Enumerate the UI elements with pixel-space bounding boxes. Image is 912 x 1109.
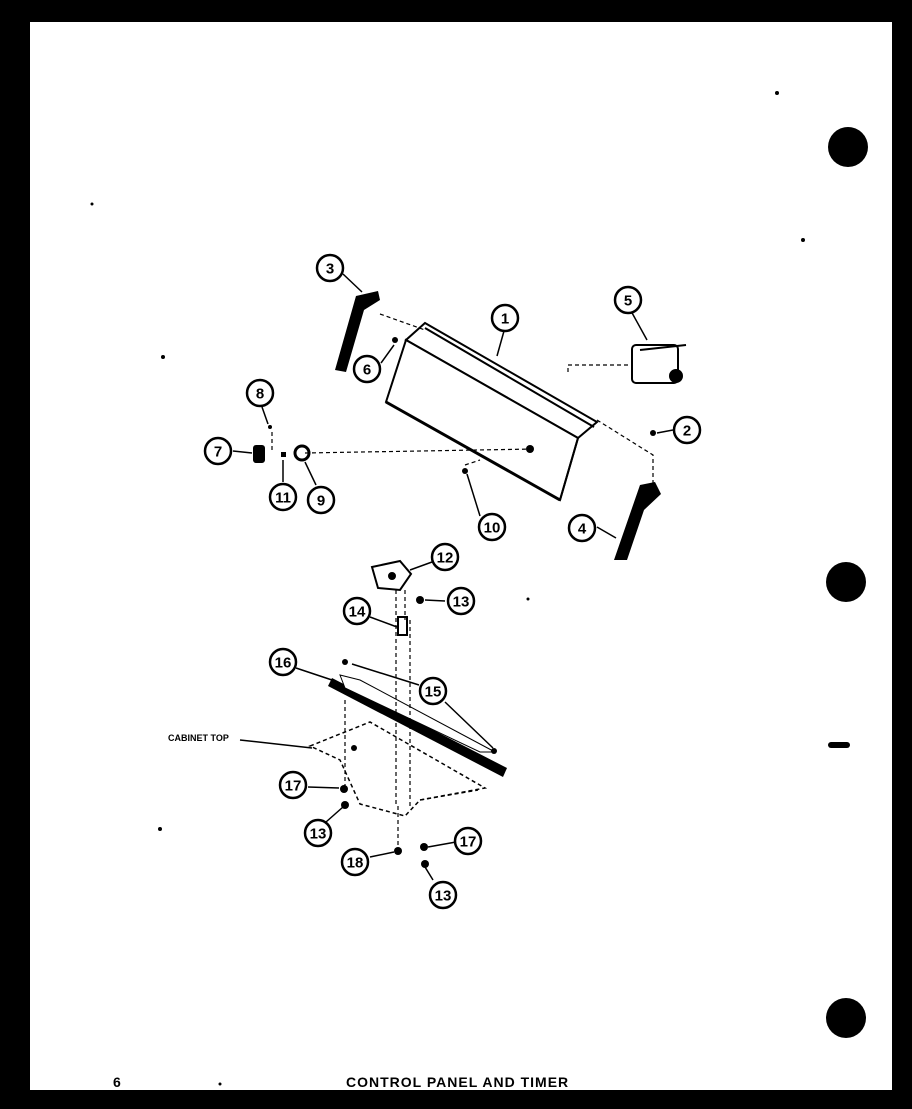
callout-1: 1	[490, 303, 520, 333]
callout-number: 15	[425, 684, 442, 701]
callout-4: 4	[567, 513, 597, 543]
callout-number: 3	[326, 261, 334, 278]
callout-17: 17	[453, 826, 483, 856]
callout-circle	[340, 847, 370, 877]
callout-16: 16	[268, 647, 298, 677]
callout-17: 17	[278, 770, 308, 800]
callout-13: 13	[428, 880, 458, 910]
callout-2: 2	[672, 415, 702, 445]
callout-circle	[306, 485, 336, 515]
callout-number: 1	[501, 311, 509, 328]
callout-number: 16	[275, 655, 292, 672]
cabinet-top-part	[308, 721, 488, 817]
callout-circle	[418, 676, 448, 706]
callout-12: 12	[430, 542, 460, 572]
binder-hole-middle	[826, 562, 866, 602]
left-end-cap	[335, 291, 380, 372]
callout-circle	[303, 818, 333, 848]
callout-number: 10	[484, 520, 501, 537]
callout-7: 7	[203, 436, 233, 466]
callout-number: 2	[683, 423, 691, 440]
callout-number: 5	[624, 293, 632, 310]
callout-circle	[430, 542, 460, 572]
callout-11: 11	[268, 482, 298, 512]
rail-part	[328, 674, 507, 777]
callout-14: 14	[342, 596, 372, 626]
callout-circle	[342, 596, 372, 626]
callout-circle	[477, 512, 507, 542]
callout-number: 8	[256, 386, 264, 403]
bracket-part	[397, 616, 408, 636]
callout-circle	[453, 826, 483, 856]
callout-number: 14	[349, 604, 366, 621]
callout-number: 12	[437, 550, 454, 567]
callout-circle	[490, 303, 520, 333]
callout-10: 10	[477, 512, 507, 542]
page-number: 6	[113, 1074, 122, 1090]
callout-number: 17	[285, 778, 302, 795]
callout-circle	[268, 647, 298, 677]
control-panel-part	[384, 321, 599, 502]
callout-number: 13	[435, 888, 452, 905]
callout-number: 6	[363, 362, 371, 379]
callout-number: 17	[460, 834, 477, 851]
callout-number: 18	[347, 855, 364, 872]
callout-circle	[567, 513, 597, 543]
callout-5: 5	[613, 285, 643, 315]
callout-number: 9	[317, 493, 325, 510]
callout-18: 18	[340, 847, 370, 877]
callout-circle	[278, 770, 308, 800]
callout-circle	[203, 436, 233, 466]
cabinet-top-leader	[239, 739, 313, 749]
callout-circle	[315, 253, 345, 283]
callout-circle	[268, 482, 298, 512]
hardware-dots	[340, 337, 656, 868]
callout-circle	[352, 354, 382, 384]
callout-number: 4	[578, 521, 587, 538]
callout-leaders	[232, 273, 674, 881]
page-title: CONTROL PANEL AND TIMER	[346, 1074, 570, 1090]
binder-hole-bottom	[826, 998, 866, 1038]
callout-number: 13	[453, 594, 470, 611]
callout-circle	[428, 880, 458, 910]
callout-3: 3	[315, 253, 345, 283]
binder-hole-top	[828, 127, 868, 167]
callout-13: 13	[303, 818, 333, 848]
callout-circle	[672, 415, 702, 445]
right-end-cap	[614, 482, 661, 560]
callout-13: 13	[446, 586, 476, 616]
diagram-sheet	[30, 22, 892, 1090]
cabinet-top-label: CABINET TOP	[168, 733, 229, 743]
callout-6: 6	[352, 354, 382, 384]
callout-circle	[245, 378, 275, 408]
callout-8: 8	[245, 378, 275, 408]
knob-assembly	[253, 425, 311, 463]
timer-part	[370, 559, 413, 592]
switch-part	[631, 344, 687, 384]
scan-specks	[90, 91, 850, 1086]
callout-number: 13	[310, 826, 327, 843]
callout-15: 15	[418, 676, 448, 706]
callout-number: 11	[275, 490, 291, 507]
callout-9: 9	[306, 485, 336, 515]
callout-circle	[613, 285, 643, 315]
callout-circle	[446, 586, 476, 616]
callout-number: 7	[214, 444, 222, 461]
